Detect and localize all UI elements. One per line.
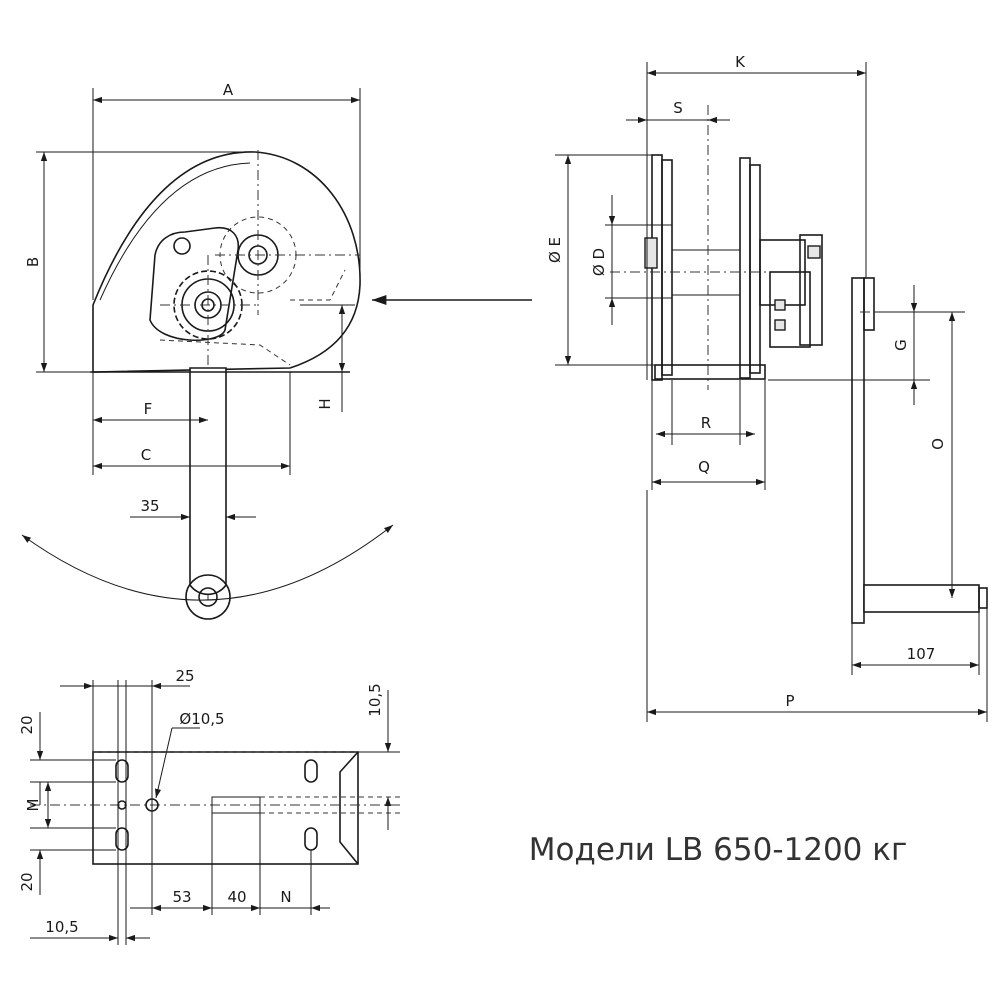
- slot-hole-tr: [304, 759, 318, 783]
- housing-inner-edge: [99, 162, 251, 301]
- housing-hidden-1: [290, 269, 346, 301]
- dim-k-label: K: [735, 53, 746, 71]
- crank-handle-pin: [198, 587, 218, 607]
- dim-q-label: Q: [698, 458, 710, 476]
- dim-20-bottom-label: 20: [18, 872, 36, 891]
- dim-o-label: O: [929, 438, 947, 450]
- bolt-2: [774, 319, 786, 331]
- gear-housing: [769, 271, 811, 348]
- dim-20-top-label: 20: [18, 715, 36, 734]
- dim-c-label: C: [141, 446, 151, 464]
- dim-r-label: R: [701, 414, 711, 432]
- base-foot: [654, 364, 766, 380]
- crank-swing-arc: [21, 524, 394, 601]
- plate-bolt: [173, 237, 191, 255]
- dim-hole-label: Ø10,5: [179, 710, 224, 728]
- dim-m-label: M: [24, 799, 42, 812]
- dim-105-bottom-label: 10,5: [45, 918, 78, 936]
- gearbox-side: [799, 234, 823, 346]
- flange-left-inner: [661, 159, 673, 376]
- shaft-stub: [211, 796, 261, 814]
- dim-p-label: P: [785, 692, 794, 710]
- base-plate: [92, 751, 359, 865]
- dim-105-right-label: 10,5: [366, 683, 384, 716]
- base-view: 25 Ø10,5 10,5 20 M 20 53 40 N: [18, 667, 400, 945]
- housing-hidden-2: [159, 339, 291, 366]
- pawl-plate: [149, 226, 240, 342]
- dim-e-label: Ø E: [546, 237, 564, 263]
- slot-hole-bl: [115, 827, 129, 851]
- crank-vertical: [851, 277, 865, 624]
- dim-g-label: G: [892, 339, 910, 351]
- side-view: A B F C H 35: [21, 81, 532, 620]
- flange-right-inner: [739, 157, 751, 379]
- crank-handle-boss: [185, 574, 231, 620]
- front-view: K S Ø E Ø D R Q G: [546, 53, 988, 722]
- dim-25-label: 25: [175, 667, 194, 685]
- slot-hole-br: [304, 827, 318, 851]
- bolt-1: [774, 299, 786, 311]
- dim-f-label: F: [144, 400, 153, 418]
- bolt-3: [807, 245, 821, 259]
- dim-40-label: 40: [227, 888, 246, 906]
- crank-arm: [189, 367, 227, 596]
- crank-handle: [863, 584, 980, 613]
- dim-53-label: 53: [172, 888, 191, 906]
- crank-handle-end: [978, 587, 988, 609]
- flange-right-outer: [749, 164, 761, 374]
- diagram-title: Модели LB 650-1200 кг: [529, 832, 908, 868]
- shaft-nut: [644, 237, 658, 269]
- slot-hole-tl: [115, 759, 129, 783]
- crank-hub: [863, 277, 875, 331]
- plate-bracket: [339, 751, 359, 865]
- dim-b-label: B: [24, 257, 42, 267]
- hole-leader: [154, 727, 173, 799]
- dim-s-label: S: [673, 99, 683, 117]
- dim-n-label: N: [280, 888, 291, 906]
- dim-107-label: 107: [907, 645, 936, 663]
- housing-outline: [92, 151, 361, 373]
- dim-h-label: H: [316, 398, 334, 409]
- dim-35-label: 35: [140, 497, 159, 515]
- dim-a-label: A: [223, 81, 234, 99]
- dim-d-label: Ø D: [590, 248, 608, 276]
